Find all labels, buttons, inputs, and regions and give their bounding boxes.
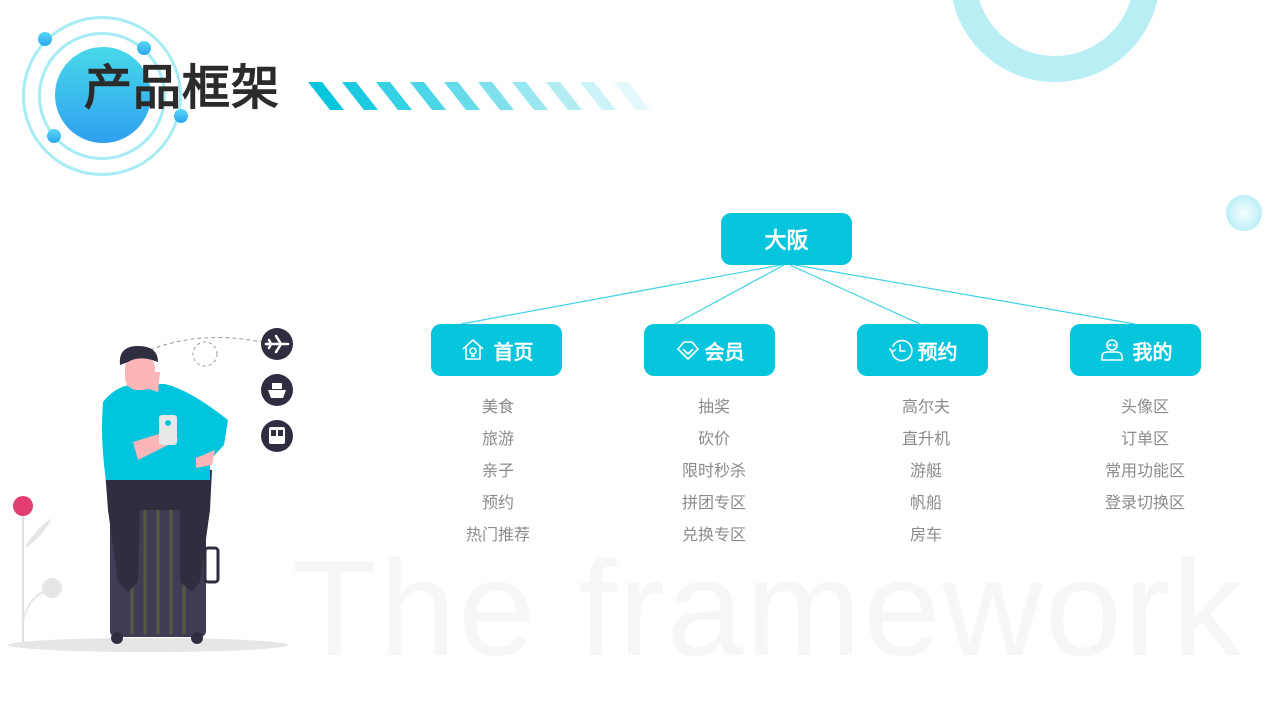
decorative-bubble xyxy=(1226,195,1262,231)
title-badge xyxy=(20,14,190,184)
badge-dot xyxy=(47,129,61,143)
list-item: 限时秒杀 xyxy=(681,461,746,480)
branch-node-home[interactable]: 首页 xyxy=(431,324,562,376)
branch-node-booking[interactable]: 预约 xyxy=(857,324,988,376)
list-item: 房车 xyxy=(909,525,942,544)
list-item: 登录切换区 xyxy=(1104,493,1185,512)
branch-label: 首页 xyxy=(493,339,534,364)
user-icon xyxy=(1100,339,1123,361)
clock-history-icon xyxy=(888,339,913,362)
list-item: 亲子 xyxy=(481,461,514,480)
bus-icon xyxy=(261,420,293,452)
list-item: 预约 xyxy=(481,493,514,512)
branch-node-mine[interactable]: 我的 xyxy=(1070,324,1201,376)
list-item: 常用功能区 xyxy=(1104,461,1185,480)
root-node-label: 大阪 xyxy=(764,229,809,254)
branch-items-member: 抽奖 砍价 限时秒杀 拼团专区 兑换专区 xyxy=(634,394,794,554)
traveler-illustration xyxy=(8,328,293,652)
list-item: 砍价 xyxy=(697,429,730,448)
list-item: 拼团专区 xyxy=(681,493,746,512)
branch-label: 我的 xyxy=(1132,339,1173,364)
list-item: 美食 xyxy=(481,397,514,416)
background-watermark-text: The framework xyxy=(292,532,1244,684)
list-item: 抽奖 xyxy=(697,397,730,416)
list-item: 直升机 xyxy=(901,429,950,448)
diamond-icon xyxy=(676,341,699,360)
badge-dot xyxy=(137,41,151,55)
badge-inner-ring xyxy=(38,32,166,160)
branch-items-home: 美食 旅游 亲子 预约 热门推荐 xyxy=(418,394,578,554)
list-item: 帆船 xyxy=(909,493,942,512)
list-item: 高尔夫 xyxy=(901,397,950,416)
page-title: 产品框架 xyxy=(84,60,281,116)
list-item: 游艇 xyxy=(909,461,942,480)
home-icon xyxy=(461,339,484,360)
list-item: 旅游 xyxy=(481,429,514,448)
branch-label: 预约 xyxy=(917,339,958,364)
branch-label: 会员 xyxy=(704,339,745,364)
airplane-icon xyxy=(261,328,293,360)
branch-node-member[interactable]: 会员 xyxy=(644,324,775,376)
badge-core-circle xyxy=(55,47,151,143)
list-item: 兑换专区 xyxy=(681,525,746,544)
list-item: 头像区 xyxy=(1120,397,1169,416)
root-node[interactable]: 大阪 xyxy=(721,213,852,265)
badge-dot xyxy=(38,32,52,46)
list-item: 订单区 xyxy=(1120,429,1169,448)
branch-items-mine: 头像区 订单区 常用功能区 登录切换区 xyxy=(1065,394,1225,522)
branch-items-booking: 高尔夫 直升机 游艇 帆船 房车 xyxy=(846,394,1006,554)
title-stripes-decoration xyxy=(308,82,650,110)
ship-icon xyxy=(261,374,293,406)
list-item: 热门推荐 xyxy=(465,525,530,544)
badge-dot xyxy=(174,109,188,123)
badge-outer-ring xyxy=(22,16,182,176)
decorative-ring xyxy=(950,0,1160,82)
